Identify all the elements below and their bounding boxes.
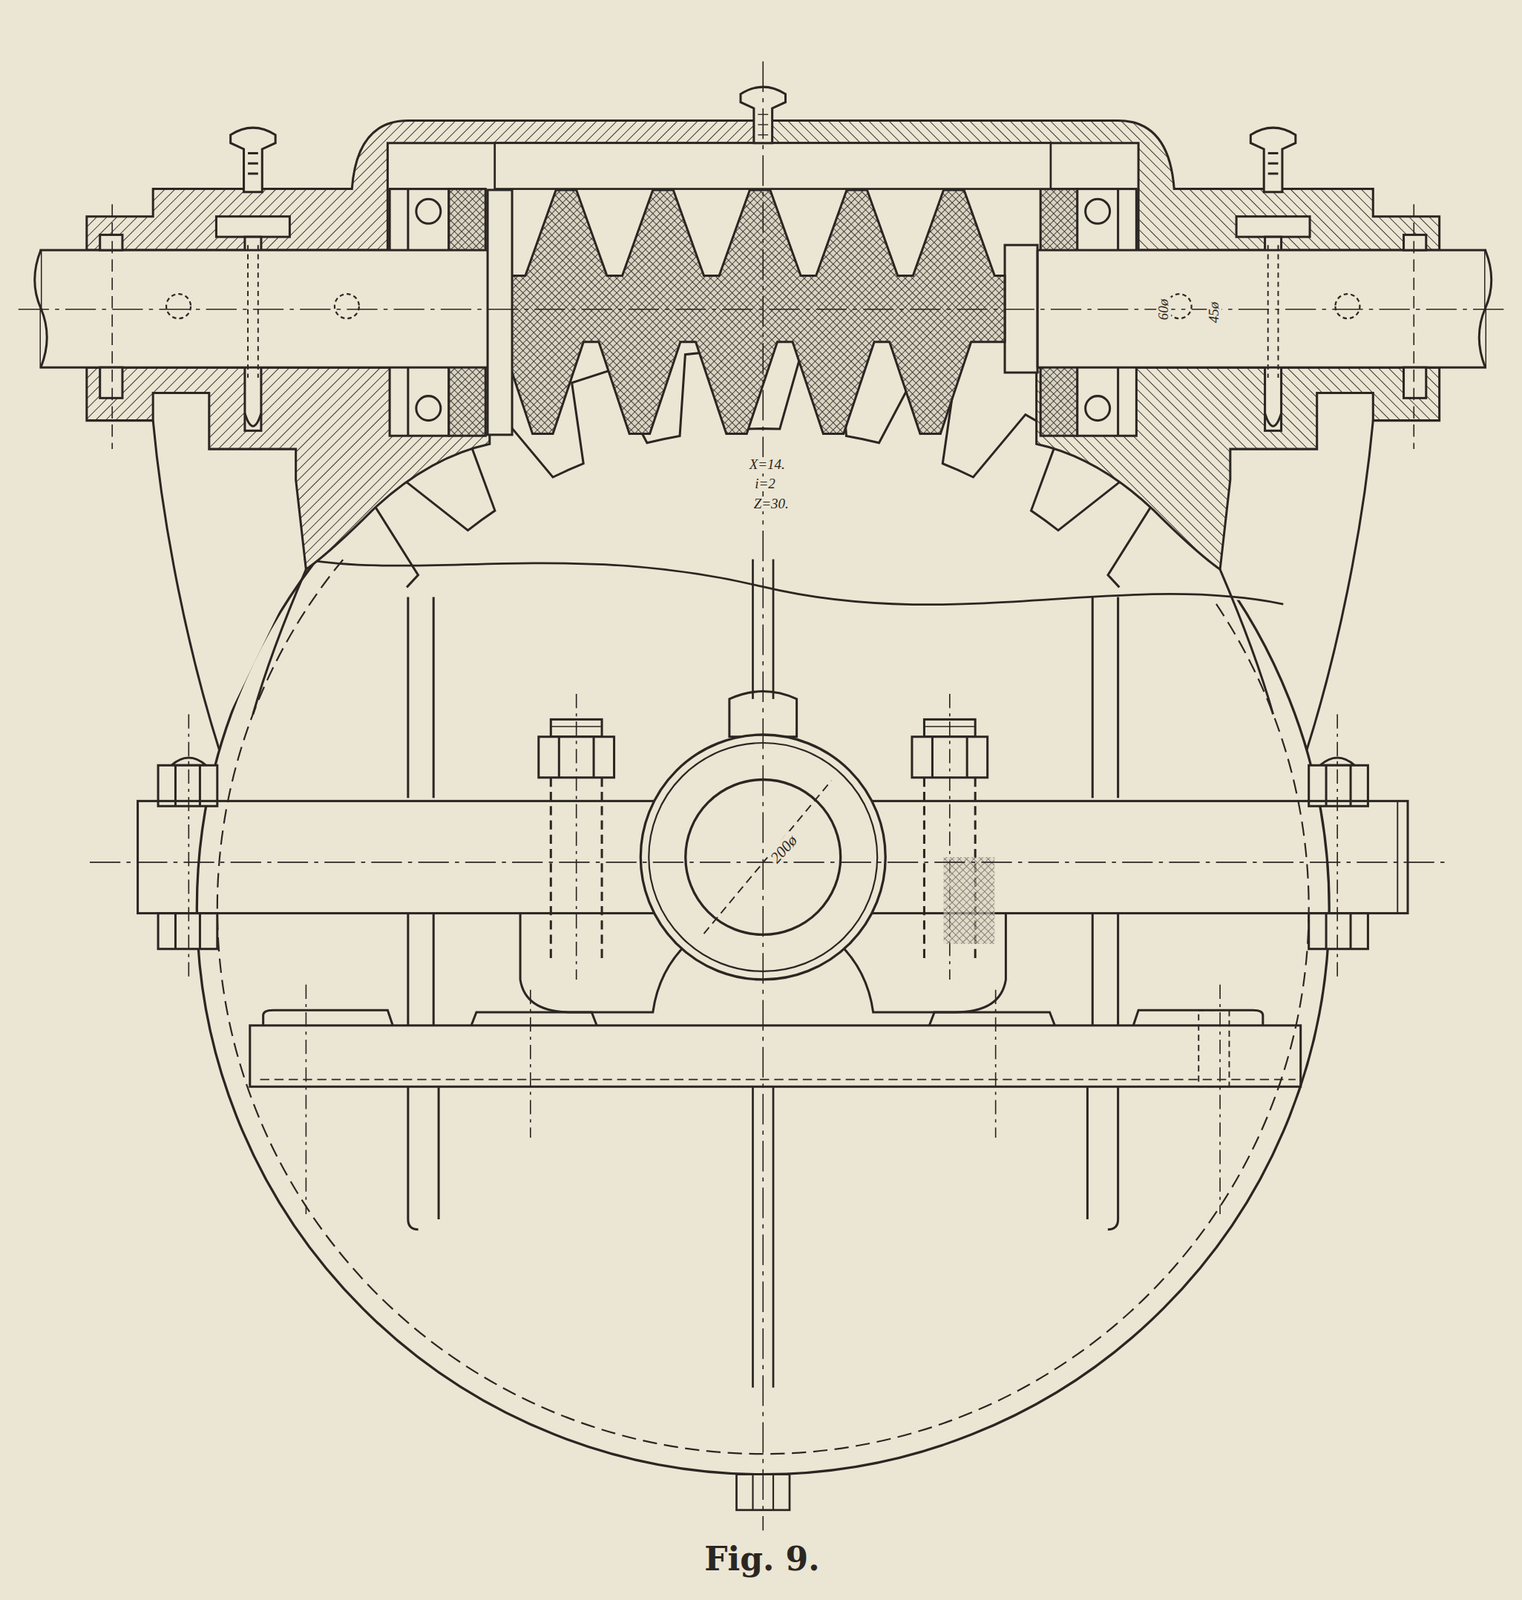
dimension-label: 45ø bbox=[1206, 299, 1222, 325]
figure-caption: Fig. 9. bbox=[701, 1539, 823, 1578]
dimension-label: X=14. bbox=[748, 457, 787, 472]
dimension-label: i=2 bbox=[753, 476, 777, 492]
dimension-label: Z=30. bbox=[752, 496, 791, 512]
dimension-label: 200ø bbox=[765, 830, 801, 867]
worm bbox=[501, 189, 1005, 435]
dimension-label: 60ø bbox=[1156, 296, 1172, 322]
